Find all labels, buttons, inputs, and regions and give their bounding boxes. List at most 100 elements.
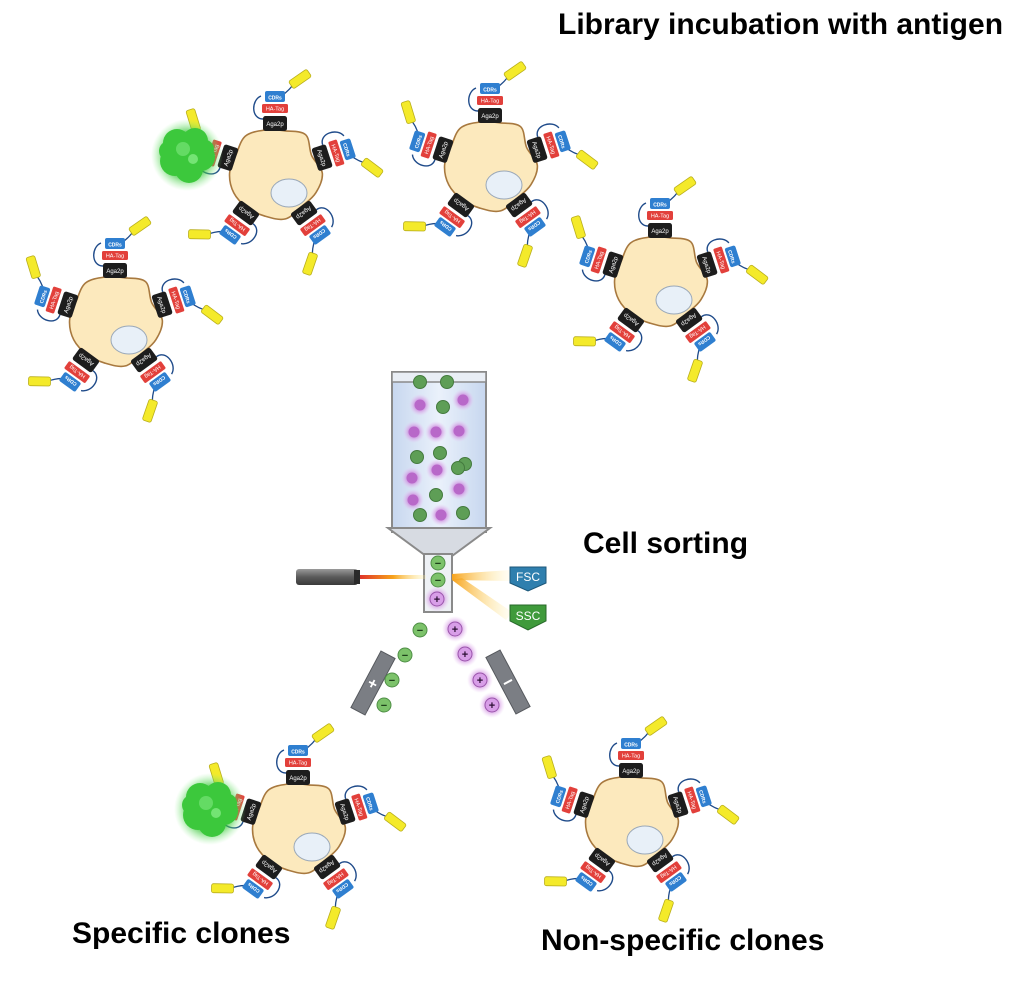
scfv-domain [311,723,335,743]
yeast-cell: CDRsHA-TagAga2pCDRsHA-TagAga2pCDRsHA-Tag… [25,216,224,423]
ha-tag-label: HA-Tag [49,291,60,310]
aga2p-anchor [290,200,318,226]
negative-droplet-sign: − [435,575,441,587]
scfv-domain [503,61,527,81]
cdr-domain [604,332,626,352]
scfv-domain [644,716,668,736]
yeast-cell: CDRsHA-TagAga2pCDRsHA-TagAga2pCDRsHA-Tag… [400,61,599,268]
incubation-title: Library incubation with antigen [558,8,1004,41]
linker-loop [552,809,577,822]
ha-tag-label: HA-Tag [651,214,669,220]
negative-cell [410,450,424,464]
negative-cell [451,461,465,475]
tube-cap [391,371,487,383]
aga2p-anchor [447,192,475,218]
linker-loop [531,199,549,220]
aga2p-anchor [151,291,173,318]
linker-loop [581,269,606,282]
negative-cell [456,506,470,520]
cdr-label: CDRs [414,134,424,149]
aga2p-label: Aga2p [338,803,349,822]
cdr-domain [665,872,687,892]
cdr-label: CDRs [39,289,49,304]
negative-droplet: − [412,622,428,638]
positive-droplet: + [467,667,493,693]
cdr-label: CDRs [364,797,374,812]
ha-tag [685,321,711,343]
linker-loop [240,223,258,245]
cdr-domain [149,372,171,392]
ha-tag-label: HA-Tag [170,291,181,310]
cdr-domain [554,130,571,153]
aga2p-anchor [619,763,643,778]
aga2p-label: Aga2p [155,296,166,315]
aga2p-anchor [648,223,672,238]
ha-tag [351,793,368,821]
yeast-cell: CDRsHA-TagAga2pCDRsHA-TagAga2pCDRsHA-Tag… [570,176,769,383]
ha-tag-label: HA-Tag [330,144,341,163]
cdr-label: CDRs [268,95,282,101]
linker-loop [263,877,281,899]
cdr-domain [265,91,285,102]
positive-droplet: + [442,616,468,642]
scfv-domain [361,157,384,178]
ha-tag-label: HA-Tag [481,99,499,105]
linker-loop [253,95,264,120]
aga2p-label: Aga2p [439,140,450,159]
aga2p-anchor [602,251,624,278]
scfv-domain [573,336,596,347]
aga2p-anchor [505,192,533,218]
cdr-domain [575,872,597,892]
scfv-domain [746,264,769,285]
cdr-label: CDRs [555,789,565,804]
aga2p-label: Aga2p [64,295,75,314]
negative-cell [413,375,427,389]
nonspecific-clones-title: Non-specific clones [541,924,825,957]
cdr-domain [621,738,641,749]
ha-tag [285,758,311,767]
ha-tag-label: HA-Tag [715,251,726,270]
tube-cell-suspension [401,375,474,526]
negative-deflection-plate: − [485,649,531,715]
linker-loop [701,314,719,335]
scfv-domain [658,899,674,923]
cdr-domain [695,785,712,808]
positive-droplet: + [479,692,505,718]
scfv-domain [687,359,703,383]
negative-droplet-sign: − [402,650,408,662]
positive-droplet: + [424,586,450,612]
linker-loop [156,354,174,375]
scfv-domain [673,176,697,196]
positive-droplet-sign: + [434,594,440,606]
scfv-domain [403,221,426,232]
scfv-domain [28,376,51,387]
ha-tag-label: HA-Tag [594,251,605,270]
nucleus [110,325,148,355]
ha-tag [224,214,250,236]
aga2p-anchor [617,307,645,333]
cdr-domain [288,745,308,756]
cdr-label: CDRs [556,135,566,150]
scfv-domain [25,255,41,279]
linker-loop [638,202,649,227]
scfv-domain [517,244,533,268]
ha-tag [102,251,128,260]
aga2p-label: Aga2p [315,149,326,168]
scfv-domain [570,215,586,239]
ha-tag [247,868,273,890]
cdr-domain [332,879,354,899]
cdr-domain [59,372,81,392]
positive-droplet-sign: + [489,700,495,712]
scfv-domain [288,69,312,89]
positive-droplet-sign: + [462,649,468,661]
linker-loop [411,154,436,167]
aga2p-label: Aga2p [580,795,591,814]
linker-loop [596,870,614,892]
linker-loop [455,215,473,237]
fsc-beam [452,570,510,581]
